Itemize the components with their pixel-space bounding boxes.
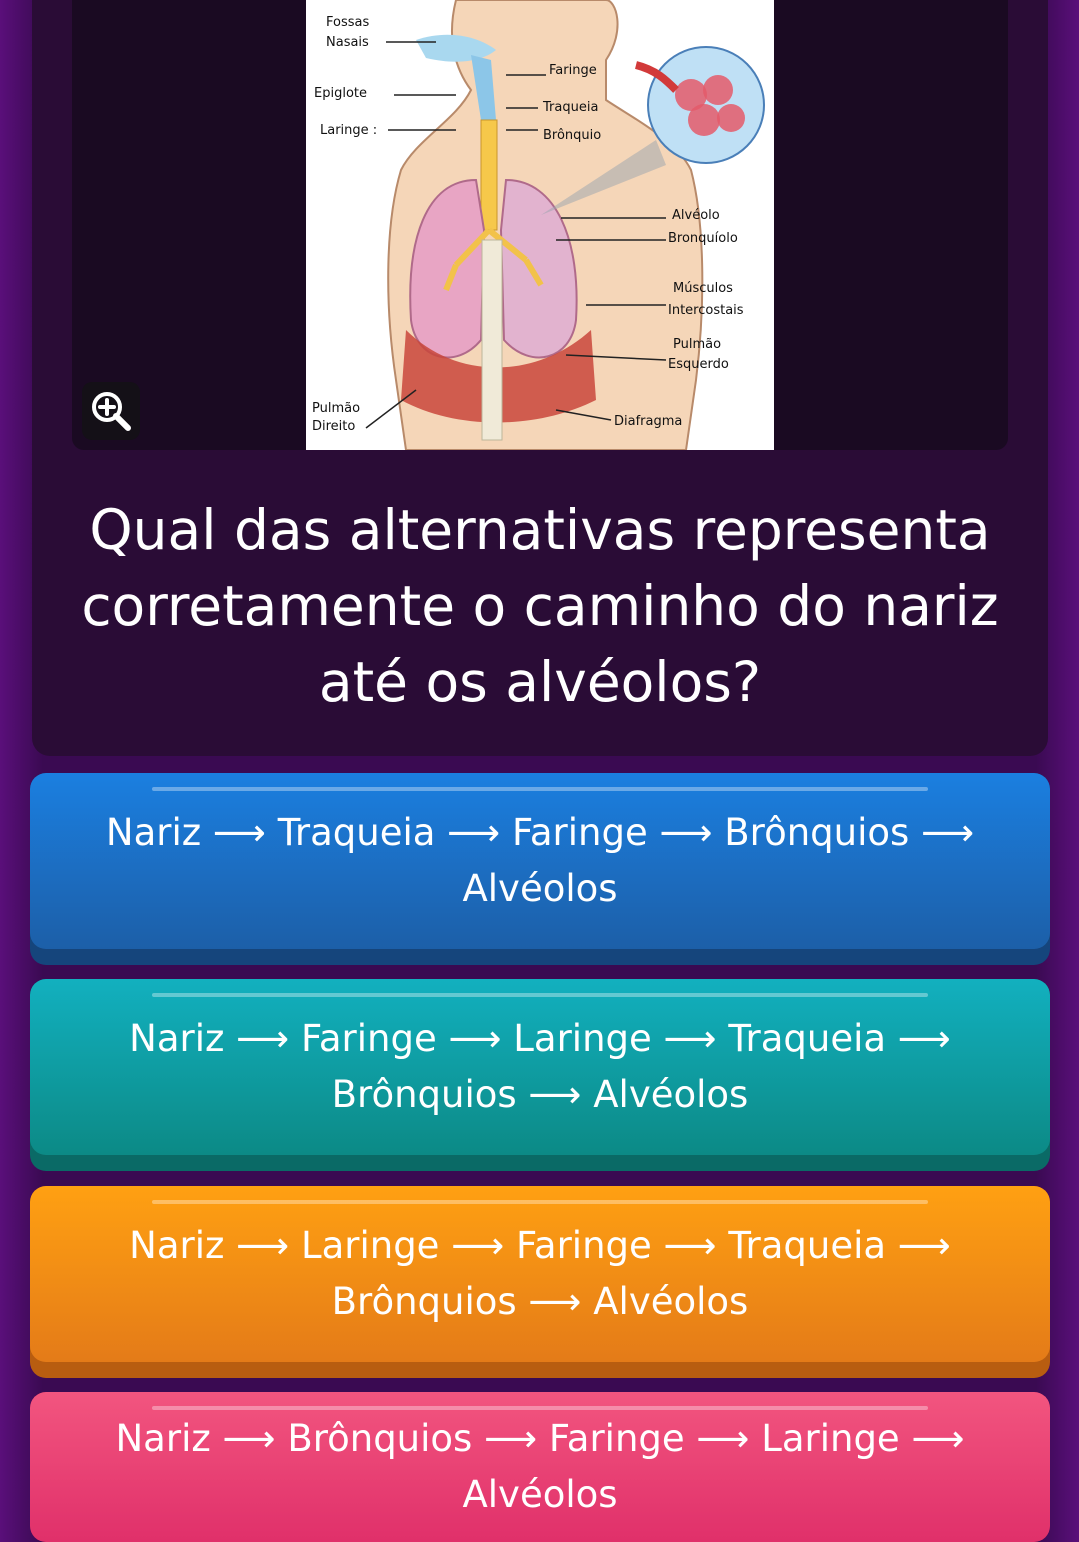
answer-text: Nariz ⟶ Brônquios ⟶ Faringe ⟶ Laringe ⟶ …	[115, 1417, 965, 1516]
svg-text:Esquerdo: Esquerdo	[668, 357, 729, 372]
answer-text: Nariz ⟶ Faringe ⟶ Laringe ⟶ Traqueia ⟶ B…	[129, 1017, 951, 1116]
answer-face: Nariz ⟶ Traqueia ⟶ Faringe ⟶ Brônquios ⟶…	[30, 773, 1050, 949]
svg-text:Bronquíolo: Bronquíolo	[668, 231, 738, 246]
svg-text:Traqueia: Traqueia	[542, 100, 598, 115]
label-pulmao-esq-2: Esquerdo	[668, 357, 729, 372]
svg-text:Brônquio: Brônquio	[543, 128, 601, 143]
label-musculos-2: Intercostais	[668, 303, 744, 318]
label-fossas-2: Nasais	[326, 35, 369, 50]
label-pulmao-dir-2: Direito	[312, 419, 355, 434]
svg-text:Laringe :: Laringe :	[320, 123, 377, 138]
label-musculos-1: Músculos	[673, 281, 733, 296]
svg-text:Nasais: Nasais	[326, 35, 369, 50]
svg-text:Diafragma: Diafragma	[614, 414, 682, 429]
left-lung-shape	[499, 178, 578, 359]
svg-text:Direito: Direito	[312, 419, 355, 434]
label-bronquio: Brônquio	[543, 128, 601, 143]
pharynx-shape	[471, 55, 496, 120]
answer-face: Nariz ⟶ Faringe ⟶ Laringe ⟶ Traqueia ⟶ B…	[30, 979, 1050, 1155]
svg-text:Pulmão: Pulmão	[673, 337, 721, 352]
label-diafragma: Diafragma	[614, 414, 682, 429]
label-traqueia: Traqueia	[542, 100, 598, 115]
svg-text:Intercostais: Intercostais	[668, 303, 744, 318]
label-laringe: Laringe :	[320, 123, 377, 138]
answer-option-2[interactable]: Nariz ⟶ Faringe ⟶ Laringe ⟶ Traqueia ⟶ B…	[30, 979, 1050, 1171]
answer-shine	[152, 993, 928, 997]
svg-text:Epiglote: Epiglote	[314, 86, 367, 101]
svg-text:Fossas: Fossas	[326, 15, 369, 30]
answer-option-1[interactable]: Nariz ⟶ Traqueia ⟶ Faringe ⟶ Brônquios ⟶…	[30, 773, 1050, 965]
respiratory-system-diagram: Fossas Nasais Faringe Epiglote Traqueia …	[306, 0, 774, 450]
right-lung-shape	[409, 178, 486, 359]
answer-option-3[interactable]: Nariz ⟶ Laringe ⟶ Faringe ⟶ Traqueia ⟶ B…	[30, 1186, 1050, 1378]
zoom-in-icon	[92, 392, 131, 431]
label-faringe: Faringe	[549, 63, 597, 78]
answer-text: Nariz ⟶ Laringe ⟶ Faringe ⟶ Traqueia ⟶ B…	[129, 1224, 951, 1323]
label-pulmao-dir-1: Pulmão	[312, 401, 360, 416]
label-pulmao-esq-1: Pulmão	[673, 337, 721, 352]
answer-text: Nariz ⟶ Traqueia ⟶ Faringe ⟶ Brônquios ⟶…	[105, 811, 975, 910]
label-fossas-1: Fossas	[326, 15, 369, 30]
svg-text:Pulmão: Pulmão	[312, 401, 360, 416]
question-text: Qual das alternativas representa correta…	[81, 498, 999, 714]
zoom-button[interactable]	[82, 382, 140, 440]
answer-option-4[interactable]: Nariz ⟶ Brônquios ⟶ Faringe ⟶ Laringe ⟶ …	[30, 1392, 1050, 1542]
answer-shine	[152, 1406, 928, 1410]
answer-face: Nariz ⟶ Brônquios ⟶ Faringe ⟶ Laringe ⟶ …	[30, 1392, 1050, 1542]
answer-shine	[152, 1200, 928, 1204]
trachea-shape	[480, 119, 498, 231]
bronchi-shape	[443, 227, 544, 292]
label-bronquiolo: Bronquíolo	[668, 231, 738, 246]
label-epiglote: Epiglote	[314, 86, 367, 101]
answer-face: Nariz ⟶ Laringe ⟶ Faringe ⟶ Traqueia ⟶ B…	[30, 1186, 1050, 1362]
svg-text:Músculos: Músculos	[673, 281, 733, 296]
spine-shape	[481, 239, 503, 441]
answer-shine	[152, 787, 928, 791]
svg-text:Faringe: Faringe	[549, 63, 597, 78]
label-alveolo: Alvéolo	[672, 208, 720, 223]
svg-text:Alvéolo: Alvéolo	[672, 208, 720, 223]
